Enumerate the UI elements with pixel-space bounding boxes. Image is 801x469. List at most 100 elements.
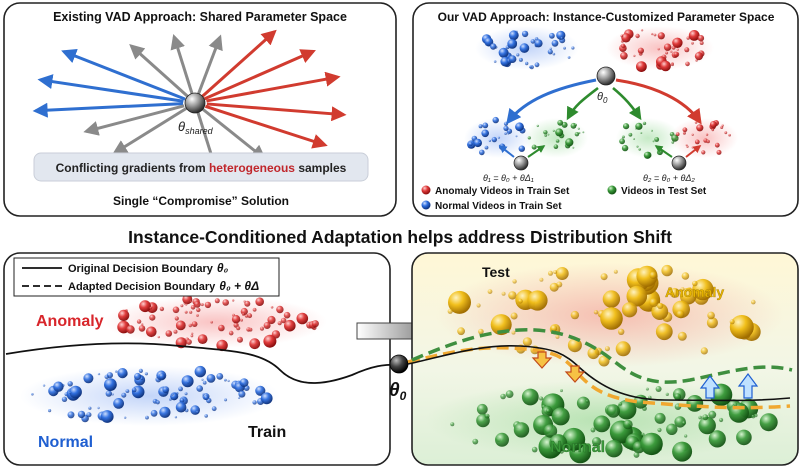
panel-tl-title: Existing VAD Approach: Shared Parameter … (53, 10, 347, 24)
train-normal-cluster-point (255, 385, 266, 396)
adapted-boundary-test-orange (407, 345, 791, 410)
test-anomaly-cluster-point (487, 289, 493, 294)
train-normal-cluster-point (100, 410, 114, 423)
test-normal-cluster-point (708, 410, 717, 419)
tr-green-small-right-haze (616, 118, 680, 158)
test-anomaly-cluster-point (729, 315, 754, 339)
test-normal-cluster-point (543, 424, 558, 438)
test-anomaly-cluster-point (618, 328, 625, 335)
tr-red-cluster-point (699, 41, 704, 45)
tr-green-small-right-point (619, 138, 625, 145)
tr-green-small-right-point (642, 121, 647, 126)
test-anomaly-cluster-point (518, 298, 523, 304)
adapt-arrow-down-1 (531, 351, 553, 369)
train-anomaly-cluster-point (139, 300, 152, 313)
test-normal-cluster-point (531, 446, 538, 453)
test-normal-cluster-point (549, 434, 568, 452)
test-anomaly-cluster-point (478, 328, 484, 335)
tr-blue-small-point (515, 135, 518, 138)
tr-blue-small-point (481, 129, 490, 138)
train-normal-cluster-point (187, 380, 190, 384)
train-anomaly-cluster-point (263, 334, 277, 348)
tr-green-small-left-point (557, 119, 564, 126)
tr-red-cluster-point (697, 35, 705, 42)
train-anomaly-cluster-point (232, 299, 235, 302)
test-anomaly-cluster-point (669, 287, 680, 298)
tr-blue-small-point (478, 124, 483, 129)
test-anomaly-cluster-point (553, 270, 558, 274)
test-normal-cluster-point (633, 452, 640, 458)
test-normal-cluster-point (590, 427, 596, 433)
train-anomaly-cluster-point (149, 306, 152, 310)
train-anomaly-cluster-point (241, 312, 246, 316)
tr-blue-cluster-point (547, 49, 553, 55)
test-anomaly-cluster-point (555, 334, 560, 339)
train-normal-cluster-point (237, 396, 241, 400)
anomaly-train-label: Anomaly (36, 313, 104, 330)
train-anomaly-cluster-point (191, 332, 194, 335)
train-anomaly-cluster-point (276, 305, 284, 314)
train-anomaly-cluster-point (244, 300, 251, 307)
test-normal-cluster-point (640, 432, 663, 456)
arrow-theta1-left (498, 145, 515, 158)
train-normal-cluster-point (174, 416, 178, 419)
test-normal-cluster-point (505, 390, 514, 398)
train-anomaly-cluster-point (189, 300, 193, 303)
gradient-arrow (204, 104, 328, 149)
train-anomaly-cluster-point (136, 319, 142, 324)
train-anomaly-cluster-point (189, 310, 193, 314)
tr-red-small-point (675, 132, 680, 137)
test-anomaly-cluster-point (681, 272, 690, 280)
tr-red-cluster-point (672, 37, 683, 48)
train-anomaly-cluster-point (296, 312, 309, 325)
train-anomaly-cluster-point (184, 310, 188, 314)
test-anomaly-cluster-point (707, 311, 715, 320)
tr-blue-small-point (482, 122, 489, 129)
normal-test-label: Normal (550, 439, 605, 456)
train-normal-cluster-point (134, 372, 142, 381)
train-anomaly-cluster-point (311, 320, 319, 328)
tr-blue-cluster-point (549, 32, 555, 39)
tr-blue-cluster-point (518, 57, 523, 62)
tr-blue-cluster-point (508, 55, 517, 63)
tr-red-small-point (709, 121, 717, 128)
test-normal-cluster-point (476, 403, 488, 415)
tr-green-small-left-point (543, 130, 548, 135)
tr-blue-small-point (507, 132, 510, 135)
train-normal-cluster-point (162, 386, 170, 394)
train-anomaly-cluster-point (149, 314, 156, 321)
train-anomaly-cluster-point (118, 309, 130, 321)
tr-blue-small-point (479, 149, 485, 156)
train-normal-cluster-point (196, 410, 199, 414)
test-normal-cluster-point (736, 429, 752, 446)
test-anomaly-cluster-point (539, 277, 544, 282)
tr-red-small-point (682, 131, 686, 135)
test-anomaly-cluster-point (600, 307, 623, 330)
test-anomaly-cluster-point (677, 331, 687, 341)
train-normal-cluster-point (77, 410, 86, 419)
train-normal-cluster-point (125, 389, 130, 393)
legend-dot-test (607, 185, 617, 195)
train-anomaly-cluster-point (190, 334, 194, 338)
train-anomaly-cluster-point (180, 304, 184, 308)
train-anomaly-cluster-point (200, 303, 204, 307)
train-anomaly-cluster-point (283, 311, 291, 319)
train-anomaly-cluster-point (248, 327, 253, 332)
bridge-theta0-node (389, 354, 409, 374)
gradient-arrows (32, 29, 347, 173)
tr-red-small-point (694, 121, 698, 124)
panel-instance-customized-space: Our VAD Approach: Instance-Customized Pa… (412, 2, 799, 217)
tr-red-cluster-point (670, 50, 673, 53)
train-anomaly-cluster-point (172, 306, 180, 314)
tr-blue-cluster-point (490, 43, 497, 50)
test-normal-cluster-point (623, 419, 633, 430)
train-normal-cluster-point (88, 406, 92, 410)
legend-dot-normal-train (421, 200, 431, 210)
tr-blue-small-point (503, 121, 509, 126)
test-normal-cluster-point (759, 413, 778, 432)
train-normal-cluster-point (158, 373, 166, 380)
original-boundary-train (5, 342, 399, 384)
tr-blue-cluster-point (549, 47, 552, 50)
bridge-theta0-label: θ0 (389, 380, 407, 403)
